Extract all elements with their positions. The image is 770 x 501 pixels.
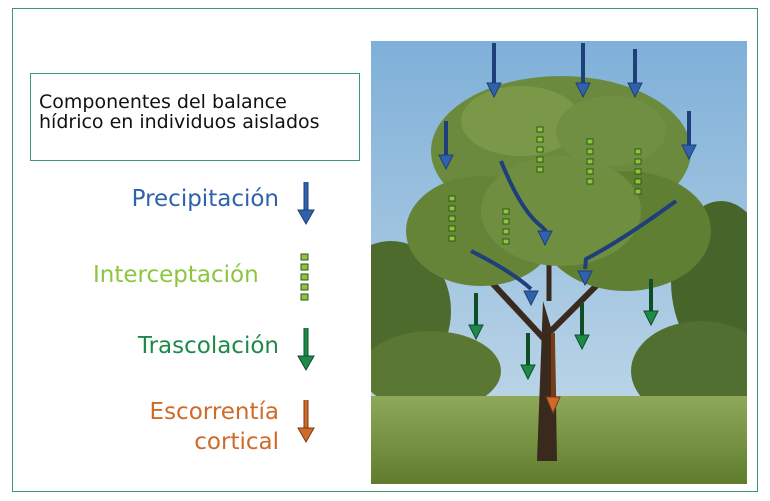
tree-photo <box>371 41 747 484</box>
legend-label-interceptacion: Interceptación <box>93 262 259 288</box>
stemflow-arrow-icon <box>297 400 315 444</box>
interception-dots-icon <box>300 253 309 301</box>
ground <box>371 396 747 484</box>
title-line-1: Componentes del balance <box>39 91 287 113</box>
throughfall-arrow-icon <box>297 328 315 372</box>
legend-label-escorrentia-line1: Escorrentía <box>149 399 279 425</box>
legend-label-trascolacion: Trascolación <box>137 333 279 359</box>
legend-label-escorrentia: Escorrentía cortical <box>150 397 279 457</box>
title-line-2: hídrico en individuos aislados <box>39 111 320 133</box>
title-box: Componentes del balance hídrico en indiv… <box>30 73 360 161</box>
legend-label-escorrentia-line2: cortical <box>194 429 279 455</box>
precipitation-arrow-icon <box>297 182 315 226</box>
legend-label-precipitacion: Precipitación <box>131 186 279 212</box>
tree-illustration <box>371 41 747 484</box>
